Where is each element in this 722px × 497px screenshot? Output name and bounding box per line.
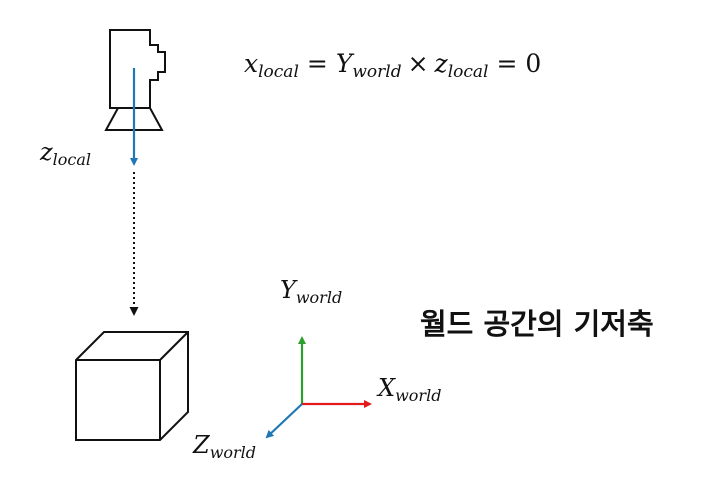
korean-title: 월드 공간의 기저축: [420, 307, 654, 341]
world-x-axis-label: Xworld: [376, 374, 441, 405]
world-z-axis-label: Zworld: [192, 431, 256, 462]
camera-icon: [104, 29, 166, 131]
cube-object: [75, 331, 189, 441]
equation-text: xlocal=Yworld×zlocal=0: [244, 49, 541, 82]
camera-z-axis-label: zlocal: [39, 138, 91, 169]
world-y-axis-label: Yworld: [280, 276, 342, 307]
world-z-axis-arrow: [265, 403, 303, 439]
